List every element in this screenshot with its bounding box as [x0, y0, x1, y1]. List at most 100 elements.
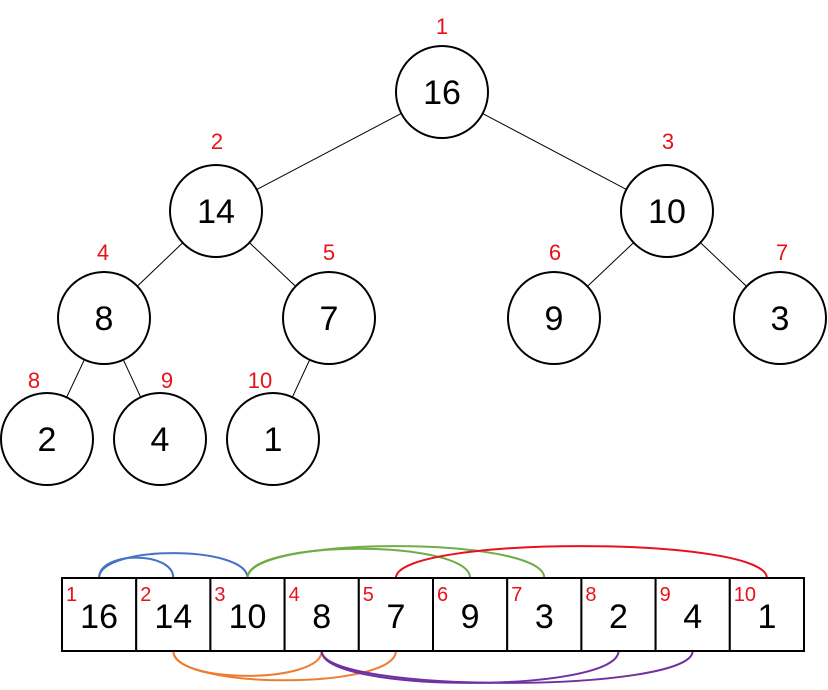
tree-node: 14 2	[169, 129, 263, 258]
node-index-label: 7	[776, 240, 788, 265]
array-link-arc-top	[394, 545, 768, 579]
node-circle	[395, 45, 489, 139]
tree-edge	[249, 242, 296, 287]
array-cell-index: 5	[363, 584, 374, 606]
node-circle	[113, 392, 207, 486]
array-cell-value: 7	[386, 598, 405, 636]
array-cell-box	[61, 577, 138, 652]
node-index-label: 3	[662, 129, 674, 154]
node-circle	[733, 271, 827, 365]
tree-edge	[291, 359, 311, 398]
array-cell: 75	[357, 577, 434, 652]
tree-edge	[587, 242, 634, 287]
array-cell: 84	[283, 577, 360, 652]
node-value: 1	[264, 421, 283, 459]
array-link-arc-top	[246, 545, 546, 579]
array-cell-index: 10	[734, 584, 756, 606]
array-link-arc-bottom	[320, 650, 620, 684]
array-cell: 161	[61, 577, 138, 652]
node-circle	[282, 271, 376, 365]
array-cell-index: 9	[660, 584, 671, 606]
tree-node: 75	[282, 240, 376, 365]
tree-edge	[66, 359, 85, 398]
array-cell-value: 3	[535, 598, 554, 636]
tree-edge	[700, 242, 747, 287]
node-value: 8	[95, 300, 114, 338]
tree-node: 49	[113, 368, 207, 486]
tree-edge	[256, 112, 402, 191]
array-cell-index: 4	[289, 584, 300, 606]
array-cell-index: 2	[140, 584, 151, 606]
array-link-arc-top	[98, 556, 175, 579]
array-link-arc-top	[98, 552, 249, 579]
node-index-label: 5	[323, 240, 335, 265]
array-cell: 96	[432, 577, 509, 652]
node-index-label: 2	[211, 129, 223, 154]
array-cell: 103	[209, 577, 286, 652]
array-cell-value: 10	[229, 598, 267, 636]
array-cell: 49	[654, 577, 731, 652]
array-cell-value: 16	[80, 598, 118, 636]
array-cell-box	[283, 577, 360, 652]
array-link-arc-bottom	[172, 650, 323, 677]
array-cell-value: 1	[757, 598, 776, 636]
node-value: 4	[151, 421, 170, 459]
array-link-arc-bottom	[172, 650, 397, 682]
node-value: 16	[423, 74, 461, 112]
tree-edge	[482, 113, 627, 190]
array-cell-box	[728, 577, 805, 652]
node-value: 2	[38, 421, 57, 459]
node-value: 7	[320, 300, 339, 338]
node-index-label: 4	[97, 240, 109, 265]
array-cell: 37	[506, 577, 583, 652]
array-cell-index: 1	[66, 584, 77, 606]
array-cell: 110	[728, 577, 805, 652]
node-index-label: 9	[161, 368, 173, 393]
tree-node: 10 3	[620, 129, 714, 258]
node-circle	[620, 164, 714, 258]
node-value: 3	[771, 300, 790, 338]
array-cell-index: 3	[214, 584, 225, 606]
tree-node: 37	[733, 240, 827, 365]
tree-edges	[66, 112, 747, 398]
array-link-arc-bottom	[320, 650, 694, 684]
array-cell-box	[654, 577, 731, 652]
node-circle	[169, 164, 263, 258]
node-index-label: 8	[28, 368, 40, 393]
array-cell-value: 9	[461, 598, 480, 636]
array-link-arcs	[98, 545, 768, 684]
node-value: 10	[648, 193, 686, 231]
node-circle	[507, 271, 601, 365]
tree-node: 16 1	[395, 14, 489, 139]
array-cell-index: 7	[511, 584, 522, 606]
node-circle	[57, 271, 151, 365]
tree-node: 1 10	[226, 368, 320, 486]
array-cell-value: 2	[609, 598, 628, 636]
array-link-arc-top	[246, 547, 472, 579]
node-value: 9	[545, 300, 564, 338]
array-cell-box	[506, 577, 583, 652]
tree-node: 84	[57, 240, 151, 365]
array-cell-value: 8	[312, 598, 331, 636]
node-index-label: 6	[549, 240, 561, 265]
array-cell: 142	[135, 577, 212, 652]
array-cell-box	[357, 577, 434, 652]
node-circle	[226, 392, 320, 486]
array-cell-index: 6	[437, 584, 448, 606]
node-index-label: 10	[248, 368, 272, 393]
array-cell: 28	[580, 577, 657, 652]
node-value: 14	[197, 193, 235, 231]
tree-node: 28	[0, 368, 94, 486]
array-cell-box	[209, 577, 286, 652]
node-index-label: 1	[436, 14, 448, 39]
tree-node: 96	[507, 240, 601, 365]
tree-edge	[136, 242, 184, 287]
array-cell-value: 14	[154, 598, 192, 636]
array-cell-box	[580, 577, 657, 652]
node-circle	[0, 392, 94, 486]
tree-edge	[122, 359, 142, 398]
array-cell-value: 4	[683, 598, 702, 636]
